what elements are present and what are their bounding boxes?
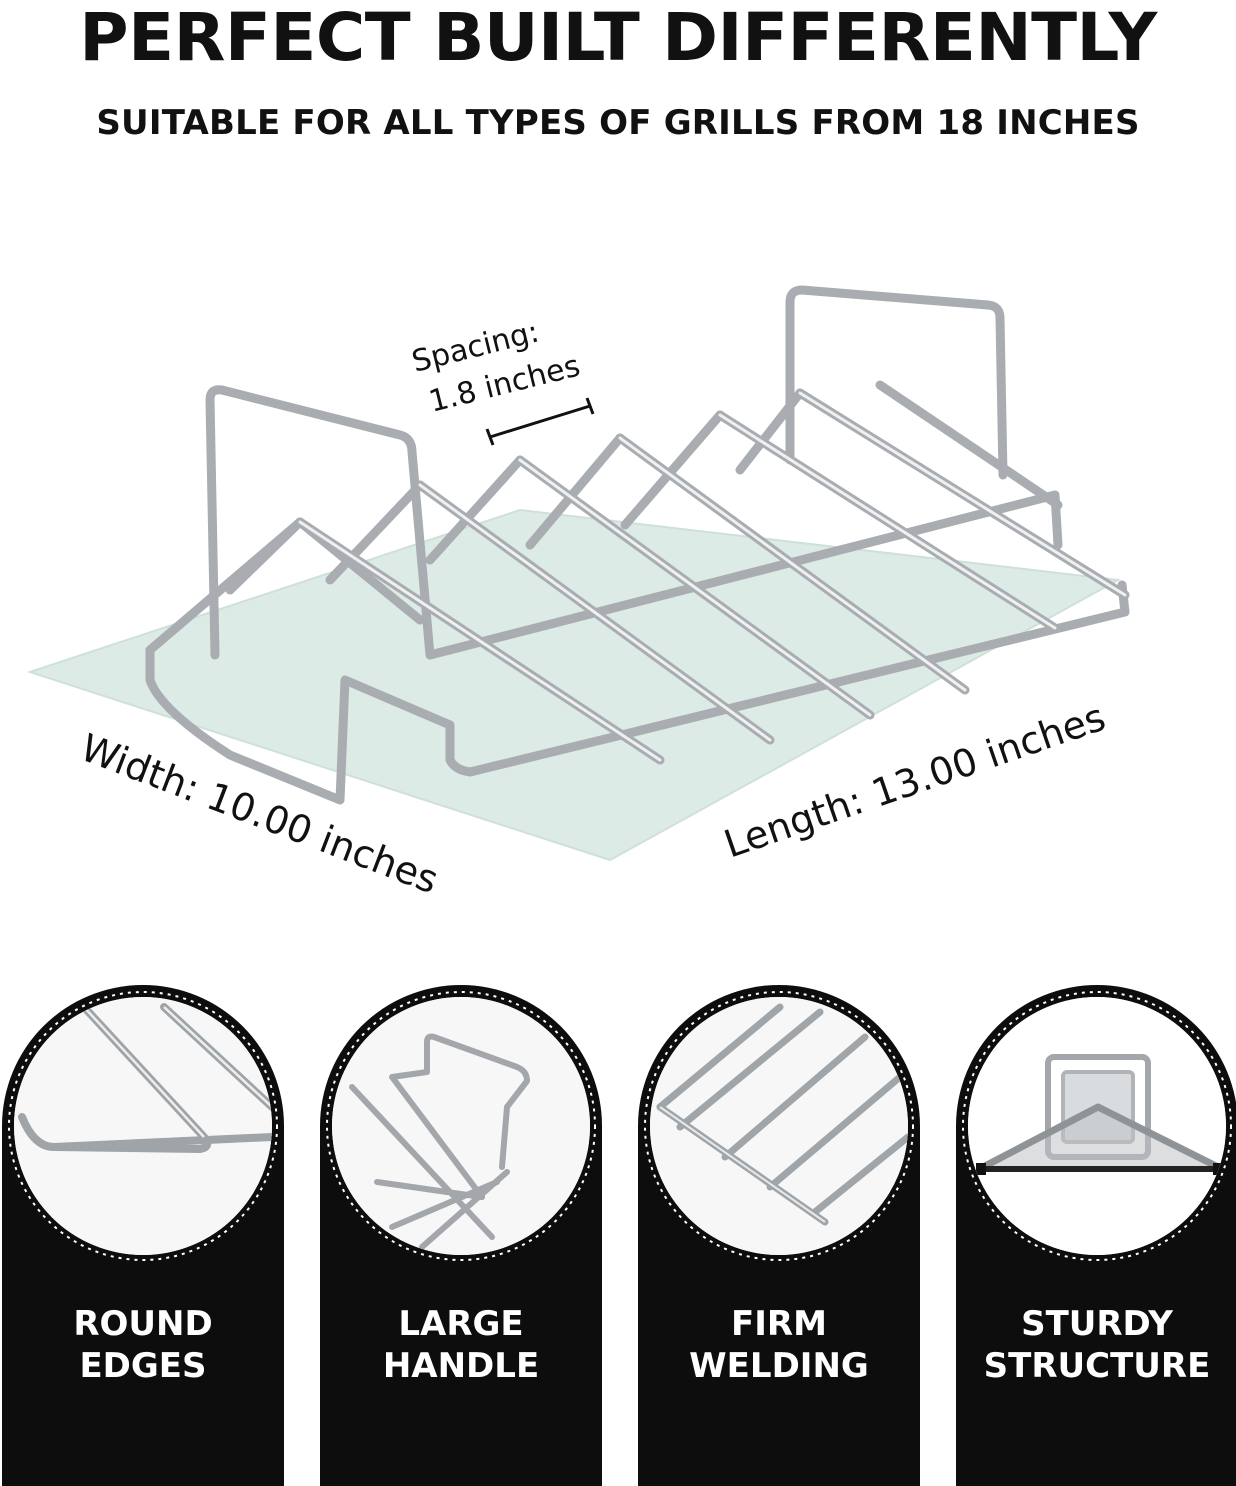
firm-welding-closeup-icon — [650, 997, 908, 1255]
spacing-dimension-line — [489, 404, 591, 439]
feature-round-edges: ROUND EDGES — [2, 985, 284, 1486]
feature-firm-welding: FIRM WELDING — [638, 985, 920, 1486]
feature-large-handle: LARGE HANDLE — [320, 985, 602, 1486]
feature-label-line2: STRUCTURE — [983, 1346, 1211, 1386]
feature-label-line2: WELDING — [689, 1346, 869, 1386]
feature-list: ROUND EDGES LARGE HANDLE — [0, 985, 1236, 1486]
feature-label-line1: STURDY — [1021, 1304, 1173, 1344]
page-title: PERFECT BUILT DIFFERENTLY — [79, 0, 1157, 76]
feature-label-line1: ROUND — [73, 1304, 213, 1344]
rib-rack-illustration: Spacing: 1.8 inches Width: 10.00 inches … — [26, 285, 1130, 902]
feature-label-line2: EDGES — [79, 1346, 207, 1386]
round-edges-closeup-icon — [14, 997, 272, 1255]
feature-sturdy-structure: STURDY STRUCTURE — [956, 985, 1236, 1486]
large-handle-closeup-icon — [332, 997, 590, 1255]
feature-label-line2: HANDLE — [382, 1346, 540, 1386]
page-subtitle: SUITABLE FOR ALL TYPES OF GRILLS FROM 18… — [96, 103, 1140, 143]
feature-label-line1: FIRM — [731, 1304, 827, 1344]
feature-label-line1: LARGE — [398, 1304, 524, 1344]
sturdy-structure-closeup-icon — [968, 997, 1226, 1255]
